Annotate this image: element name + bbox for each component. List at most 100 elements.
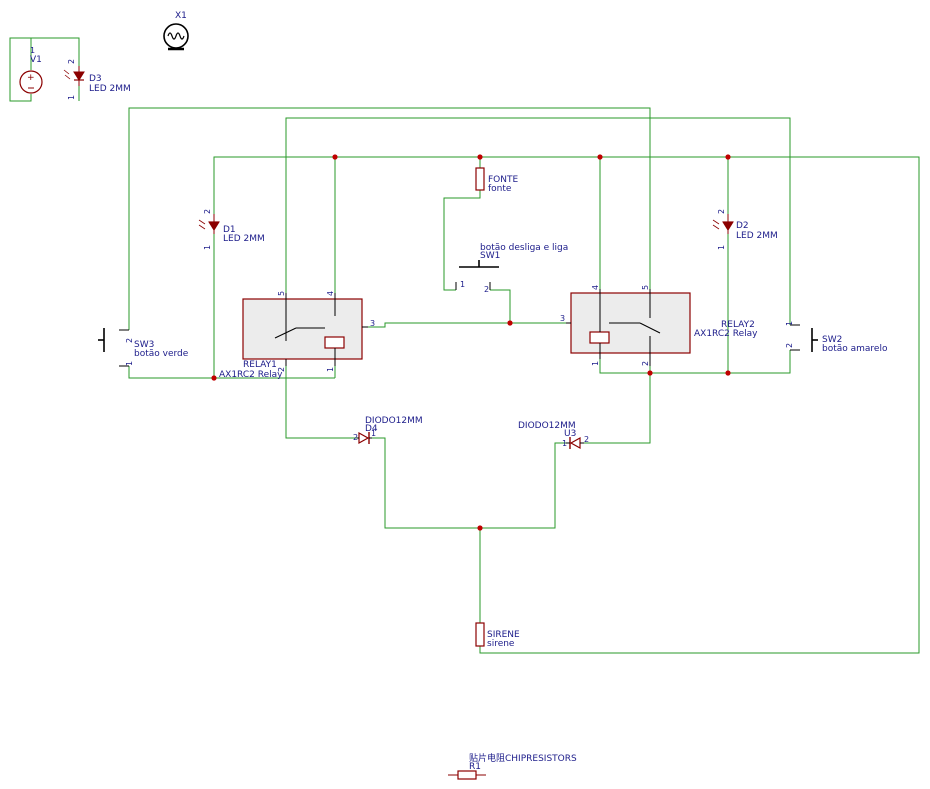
junction-dot xyxy=(597,154,603,160)
sw2-pin-2: 2 xyxy=(785,343,794,348)
junction-dot xyxy=(332,154,338,160)
junction-dot xyxy=(647,370,653,376)
diode-icon xyxy=(358,431,370,445)
wire-v1-d3-bottom xyxy=(9,37,32,102)
sirene-value: sirene xyxy=(487,639,515,649)
d4-value: DIODO12MM xyxy=(365,416,423,426)
d3-ref: D3 xyxy=(89,74,102,84)
wire-u3-sirene xyxy=(480,442,566,529)
u3-ref: U3 xyxy=(564,429,576,439)
junction-dot xyxy=(725,370,731,376)
wire-v1-d3-loop xyxy=(30,37,80,70)
relay2-pin-2: 2 xyxy=(641,361,650,366)
relay2-pin-1: 1 xyxy=(591,361,600,366)
wire-sw1-pin2 xyxy=(490,289,511,323)
relay2-pin-5: 5 xyxy=(641,285,650,290)
wire-sw3-bottom xyxy=(128,366,335,379)
wire-relay2-pin2-u3 xyxy=(584,366,651,444)
diode-u3[interactable]: DIODO12MM U3 2 1 xyxy=(518,421,589,450)
diode-icon xyxy=(569,436,581,450)
d4-pin-2: 2 xyxy=(353,433,358,442)
wires xyxy=(9,37,920,654)
resistor-r1[interactable]: 贴片电阻CHIPRESISTORS R1 xyxy=(448,752,577,780)
d2-ref: D2 xyxy=(736,221,749,231)
wire-relay-coils xyxy=(362,322,570,328)
switch-sw3[interactable]: 2 1 SW3 botão verde xyxy=(98,328,189,367)
wire-d4-sirene xyxy=(372,437,480,529)
x1-ref: X1 xyxy=(175,11,187,21)
relay-relay2[interactable]: 4 5 3 1 2 RELAY2 AX1RC2 Relay xyxy=(560,285,758,366)
resistor-fonte[interactable]: FONTE fonte xyxy=(475,167,518,194)
d3-pin-2: 2 xyxy=(67,59,76,64)
light-emission-icon xyxy=(198,219,206,230)
fonte-ref: FONTE xyxy=(488,175,518,185)
r1-value: 贴片电阻CHIPRESISTORS xyxy=(469,752,577,764)
wire-sw3-relay2-pin5 xyxy=(128,107,651,330)
d1-pin-2: 2 xyxy=(203,209,212,214)
diode-d4[interactable]: DIODO12MM D4 2 1 xyxy=(353,416,423,445)
d2-value: LED 2MM xyxy=(736,231,778,241)
u3-pin-1: 1 xyxy=(562,439,567,448)
relay2-ref: RELAY2 xyxy=(721,320,755,330)
junction-dot xyxy=(477,525,483,531)
relay1-pin-3: 3 xyxy=(370,319,375,328)
wire-relay2-bottom xyxy=(599,350,791,374)
sw3-pin-2: 2 xyxy=(125,338,134,343)
led-d3[interactable]: 2 1 D3 LED 2MM xyxy=(63,59,131,100)
r1-ref: R1 xyxy=(469,762,481,772)
led-d2[interactable]: 2 1 D2 LED 2MM xyxy=(712,209,778,250)
junctions xyxy=(211,154,731,531)
relay1-value: AX1RC2 Relay xyxy=(219,370,283,380)
fonte-value: fonte xyxy=(488,184,512,194)
lamp-icon xyxy=(163,23,189,51)
v1-ref: V1 xyxy=(30,55,42,65)
switch-sw1[interactable]: botão desliga e liga SW1 1 2 xyxy=(455,243,568,294)
relay1-pin-4: 4 xyxy=(326,291,335,296)
d4-ref: D4 xyxy=(365,424,378,434)
light-emission-icon xyxy=(63,69,71,80)
d3-value: LED 2MM xyxy=(89,84,131,94)
u3-value: DIODO12MM xyxy=(518,421,576,431)
relay1-pin-5: 5 xyxy=(277,291,286,296)
wire-relay1-pin2-d4 xyxy=(285,366,357,439)
sw3-ref: SW3 xyxy=(134,340,154,350)
voltage-source-icon xyxy=(19,70,43,94)
relay2-value: AX1RC2 Relay xyxy=(694,329,758,339)
light-emission-icon xyxy=(712,219,720,230)
sw1-value: botão desliga e liga xyxy=(480,243,568,253)
relay1-ref: RELAY1 xyxy=(243,360,277,370)
sw2-value: botão amarelo xyxy=(822,344,888,354)
relay2-pin-3: 3 xyxy=(560,314,565,323)
relay-body xyxy=(242,298,363,360)
sirene-ref: SIRENE xyxy=(487,630,520,640)
sw3-value: botão verde xyxy=(134,349,189,359)
sw1-ref: SW1 xyxy=(480,251,500,261)
relay1-pin-1: 1 xyxy=(326,367,335,372)
v1-pin-label: 1 xyxy=(30,46,35,55)
d2-pin-1: 1 xyxy=(717,245,726,250)
d1-ref: D1 xyxy=(223,225,236,235)
lamp-x1[interactable]: X1 xyxy=(163,11,189,51)
resistor-icon xyxy=(457,770,477,780)
sw2-pin-1: 1 xyxy=(785,321,794,326)
switch-sw2[interactable]: 1 2 SW2 botão amarelo xyxy=(785,321,888,354)
led-d1[interactable]: 2 1 D1 LED 2MM xyxy=(198,209,265,250)
relay-relay1[interactable]: 5 4 3 2 1 RELAY1 AX1RC2 Relay xyxy=(219,291,375,380)
resistor-sirene[interactable]: SIRENE sirene xyxy=(475,622,520,649)
resistor-icon xyxy=(475,622,485,647)
junction-dot xyxy=(477,154,483,160)
junction-dot xyxy=(507,320,513,326)
d4-pin-1: 1 xyxy=(371,429,376,438)
relay2-pin-4: 4 xyxy=(591,285,600,290)
relay-coil-icon xyxy=(589,331,610,344)
sw1-pin-2: 2 xyxy=(484,285,489,294)
wire-relay1-pin5-sw2 xyxy=(285,117,791,325)
sw3-pin-1: 1 xyxy=(125,361,134,366)
sw2-ref: SW2 xyxy=(822,335,842,345)
d3-pin-1: 1 xyxy=(67,95,76,100)
sw1-pin-1: 1 xyxy=(460,280,465,289)
d1-value: LED 2MM xyxy=(223,234,265,244)
wire-fonte-sw1 xyxy=(443,190,481,291)
voltage-source-v1[interactable]: 1 V1 + xyxy=(19,46,43,94)
relay1-pin-2: 2 xyxy=(277,367,286,372)
